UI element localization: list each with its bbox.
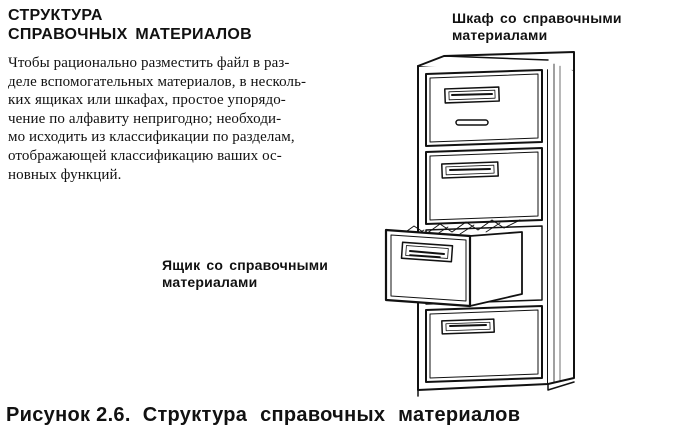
heading-line-1: СТРУКТУРА [8,7,103,24]
body-line: Чтобы рационально разместить файл в раз- [8,55,290,71]
cabinet-callout: Шкаф со справочными материалами [452,10,622,44]
body-paragraph: Чтобы рационально разместить файл в раз-… [8,54,370,184]
drawer-1-handle [455,119,489,126]
heading-line-2: СПРАВОЧНЫХ МАТЕРИАЛОВ [8,26,253,43]
open-drawer [384,219,523,308]
cabinet-callout-line-2: материалами [452,27,548,43]
body-line: мо исходить из классификации по разделам… [8,129,295,146]
drawer-2-label [441,161,499,179]
drawer-2 [425,147,543,225]
filing-cabinet-icon [384,51,575,397]
drawer-1 [425,69,543,147]
figure-title: Структура справочных материалов [142,404,521,426]
body-line: отображающей классификацию ваших ос- [8,147,282,164]
drawer-callout-line-1: Ящик со справочными [162,257,329,273]
body-line: чение по алфавиту непригодно; необходи- [8,110,282,127]
drawer-4-label [441,318,495,335]
figure-number: Рисунок 2.6. [6,404,131,426]
section-heading: СТРУКТУРА СПРАВОЧНЫХ МАТЕРИАЛОВ [8,6,348,44]
drawer-4 [425,305,543,383]
drawer-callout-line-2: материалами [162,274,258,290]
drawer-1-label [444,86,500,104]
figure-caption: Рисунок 2.6. Структура справочных материа… [6,402,520,428]
body-line: деле вспомогательных материалов, в неско… [8,73,307,90]
body-line: новных функций. [8,166,122,183]
cabinet-callout-line-1: Шкаф со справочными [452,10,622,26]
drawer-callout: Ящик со справочными материалами [162,257,328,291]
body-line: ких ящиках или шкафах, простое упорядо- [8,92,286,109]
cabinet-side [547,59,575,385]
open-drawer-label [400,241,454,263]
